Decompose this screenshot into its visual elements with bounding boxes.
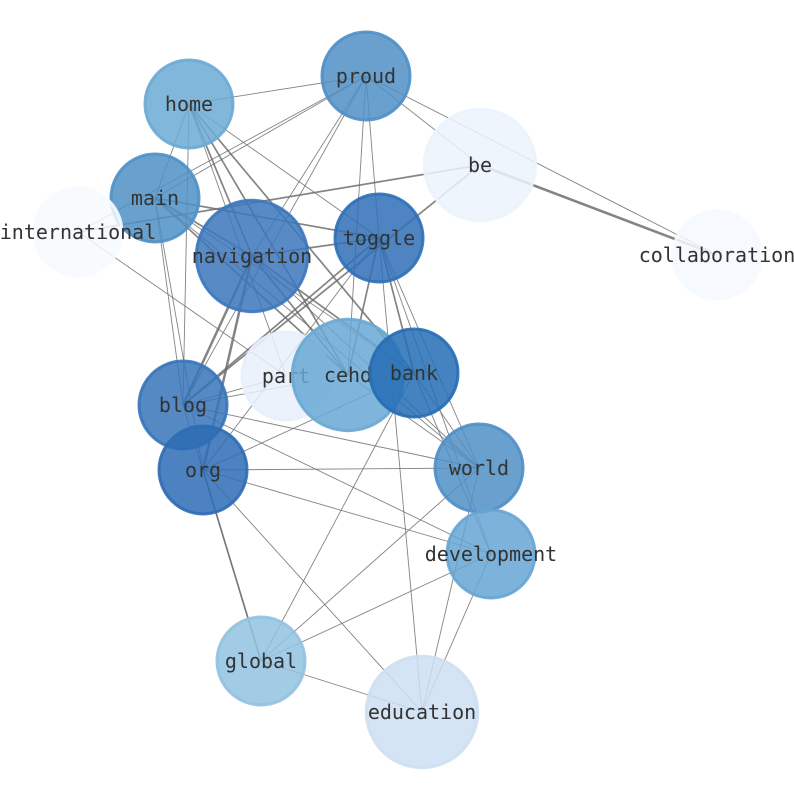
edge-be-blog [182,164,481,406]
edge-bank-global [260,372,415,662]
edge-org-development [202,469,492,555]
edge-org-world [202,467,480,471]
node-circle-main [109,152,201,244]
edge-toggle-education [378,237,423,713]
node-label-main: main [131,186,179,210]
node-label-development: development [425,542,557,566]
node-circle-global [215,615,307,707]
node-label-be: be [468,153,492,177]
node-label-world: world [449,456,509,480]
node-international: international [0,186,156,278]
node-toggle: toggle [333,192,425,284]
node-global: global [215,615,307,707]
node-org: org [157,424,249,516]
node-circle-collaboration [671,209,763,301]
node-world: world [433,422,525,514]
node-label-collaboration: collaboration [639,243,794,267]
node-navigation: navigation [192,198,312,314]
nodes-layer: proud home be main international navigation to… [0,30,794,770]
node-circle-be [422,107,538,223]
node-circle-bank [368,327,460,419]
edge-home-blog [182,103,190,406]
node-label-home: home [165,92,213,116]
node-label-education: education [368,700,476,724]
node-home: home [143,58,235,150]
node-label-proud: proud [336,64,396,88]
node-education: education [364,654,480,770]
node-be: be [422,107,538,223]
edge-blog-world [182,404,480,469]
node-label-bank: bank [390,361,438,385]
node-collaboration: collaboration [639,209,794,301]
node-label-cehd: cehd [324,363,372,387]
node-proud: proud [320,30,412,122]
node-circle-org [157,424,249,516]
node-main: main [109,152,201,244]
node-circle-education [364,654,480,770]
node-label-global: global [225,649,297,673]
node-circle-proud [320,30,412,122]
node-label-blog: blog [159,393,207,417]
edge-blog-development [182,404,492,555]
node-label-toggle: toggle [343,226,415,250]
edge-world-global [260,467,480,662]
node-development: development [425,508,557,600]
node-circle-international [32,186,124,278]
node-bank: bank [368,327,460,419]
node-circle-toggle [333,192,425,284]
node-label-org: org [185,458,221,482]
node-label-international: international [0,220,156,244]
node-circle-development [445,508,537,600]
node-circle-navigation [194,198,310,314]
edge-proud-collaboration [365,75,718,256]
node-circle-home [143,58,235,150]
node-label-navigation: navigation [192,244,312,268]
